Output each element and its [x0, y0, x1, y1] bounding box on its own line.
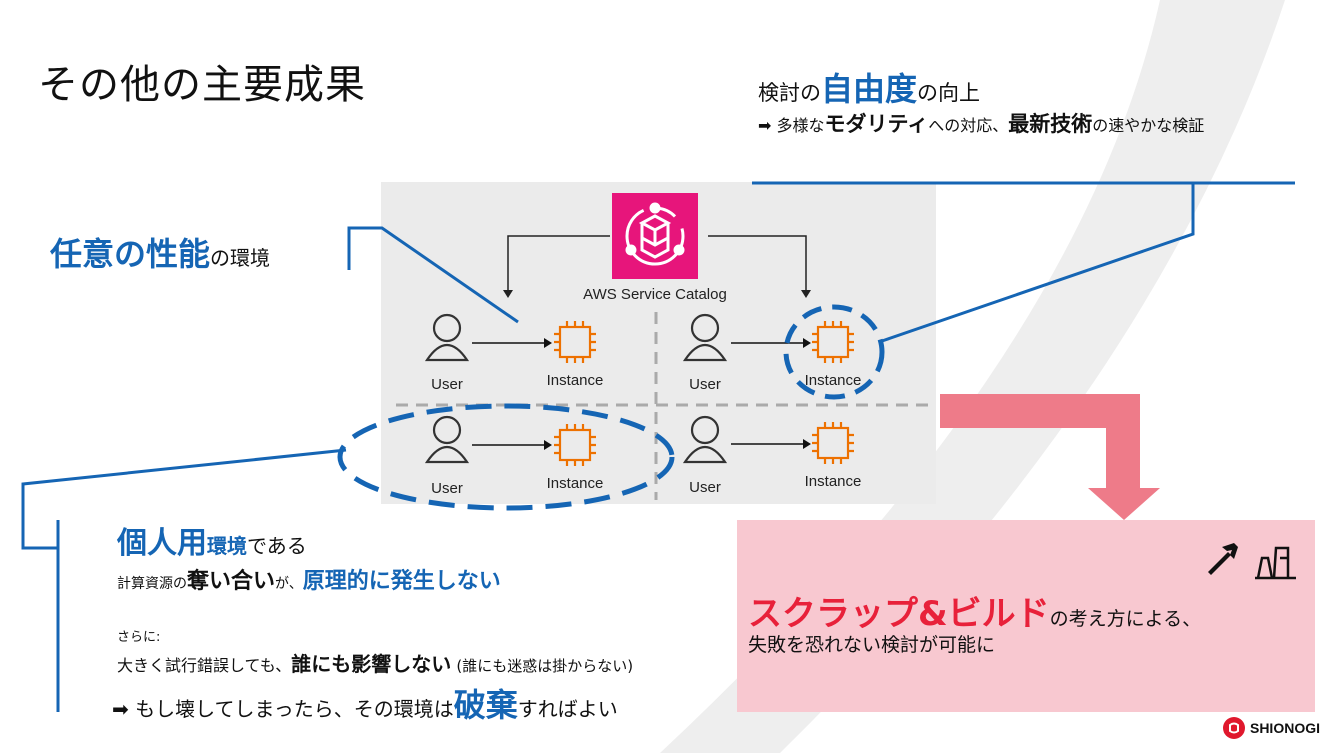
user-label: User [431, 480, 463, 497]
personal-l4-strong: 破棄 [453, 686, 518, 724]
hammer-icon [1208, 543, 1238, 575]
instance-label: Instance [804, 372, 862, 389]
scrap-build-box [737, 520, 1315, 712]
personal-line3: 大きく試行錯誤しても、誰にも影響しない (誰にも迷惑は掛からない) [117, 648, 633, 677]
user-label: User [689, 376, 721, 393]
performance-strong: 任意の性能 [50, 235, 211, 273]
scrap-post: の考え方による、 [1049, 608, 1202, 630]
highlight-ellipse-personal [337, 403, 675, 511]
highlight-ellipse-instance [783, 304, 885, 400]
pink-elbow-arrow [940, 394, 1160, 520]
personal-l4-post: すればよい [517, 697, 618, 721]
ec2-instance-icon [812, 321, 854, 363]
freedom-l2-c: への対応、 [928, 116, 1009, 135]
shionogi-logo: SHIONOGI [1222, 717, 1320, 739]
freedom-l2-d: 最新技術 [1008, 112, 1093, 136]
callout-line-freedom-drop [881, 183, 1195, 343]
user-label: User [431, 376, 463, 393]
freedom-strong: 自由度 [821, 70, 918, 108]
personal-line4: ➡ もし壊してしまったら、その環境は破棄すればよい [112, 680, 618, 726]
quadrant-top-right [682, 313, 854, 363]
arrow-icon: ➡ [758, 116, 772, 135]
user-label: User [689, 479, 721, 496]
catalog-flow-right [708, 235, 807, 296]
logo-text: SHIONOGI [1249, 720, 1320, 736]
callout-line-personal [21, 448, 347, 550]
page-title: その他の主要成果 [38, 62, 366, 108]
scrap-strong: スクラップ&ビルド [748, 594, 1050, 634]
freedom-subline: ➡ 多様なモダリティへの対応、最新技術の速やかな検証 [758, 108, 1204, 138]
user-icon [424, 313, 470, 362]
personal-l3-pre: 大きく試行錯誤しても、 [117, 656, 292, 675]
instance-label: Instance [804, 473, 862, 490]
user-icon [424, 415, 470, 464]
quadrant-top-left [424, 313, 596, 363]
ec2-instance-icon [812, 422, 854, 464]
personal-l2-strong1: 奪い合い [187, 569, 276, 594]
freedom-l2-b: モダリティ [824, 112, 929, 136]
personal-l4-pre: もし壊してしまったら、その環境は [135, 697, 454, 721]
personal-sarani: さらに: [117, 630, 161, 645]
background-arc [660, 0, 1285, 753]
arrow-icon: ➡ [112, 697, 129, 721]
personal-h-strong: 個人用 [117, 526, 207, 561]
callout-line-performance [347, 226, 519, 324]
personal-heading: 個人用環境である [117, 518, 307, 562]
user-icon [682, 415, 728, 464]
instance-label: Instance [546, 372, 604, 389]
personal-line2: 計算資源の奪い合いが、原理的に発生しない [117, 563, 501, 595]
scrap-heading: スクラップ&ビルドの考え方による、 [748, 586, 1201, 635]
freedom-l2-a: 多様な [776, 116, 825, 135]
personal-l2-strong2: 原理的に発生しない [302, 569, 501, 594]
freedom-l2-e: の速やかな検証 [1092, 116, 1205, 135]
scrap-line2: 失敗を恐れない検討が可能に [748, 634, 996, 656]
shionogi-logo-mark-icon [1222, 717, 1245, 739]
personal-l3-strong: 誰にも影響しない [291, 652, 452, 676]
service-catalog-label: AWS Service Catalog [583, 286, 727, 303]
derrick-icon [1255, 546, 1296, 580]
personal-l2-mid: が、 [275, 576, 303, 592]
personal-h-post: である [247, 534, 307, 558]
ec2-instance-icon [554, 321, 596, 363]
freedom-post: の向上 [917, 81, 981, 105]
personal-l3-post: (誰にも迷惑は掛からない) [456, 657, 634, 675]
personal-l2-pre: 計算資源の [117, 576, 187, 592]
quadrant-bottom-left [424, 415, 596, 466]
catalog-flow-left [507, 235, 610, 296]
user-icon [682, 313, 728, 362]
quadrant-bottom-right [682, 415, 854, 464]
performance-post: の環境 [210, 246, 271, 270]
freedom-pre: 検討の [758, 81, 821, 105]
freedom-heading: 検討の自由度の向上 [758, 64, 980, 110]
instance-label: Instance [546, 475, 604, 492]
personal-h-mid: 環境 [207, 534, 247, 558]
ec2-instance-icon [554, 424, 596, 466]
aws-service-catalog-icon [612, 193, 698, 279]
performance-heading: 任意の性能の環境 [50, 229, 270, 275]
